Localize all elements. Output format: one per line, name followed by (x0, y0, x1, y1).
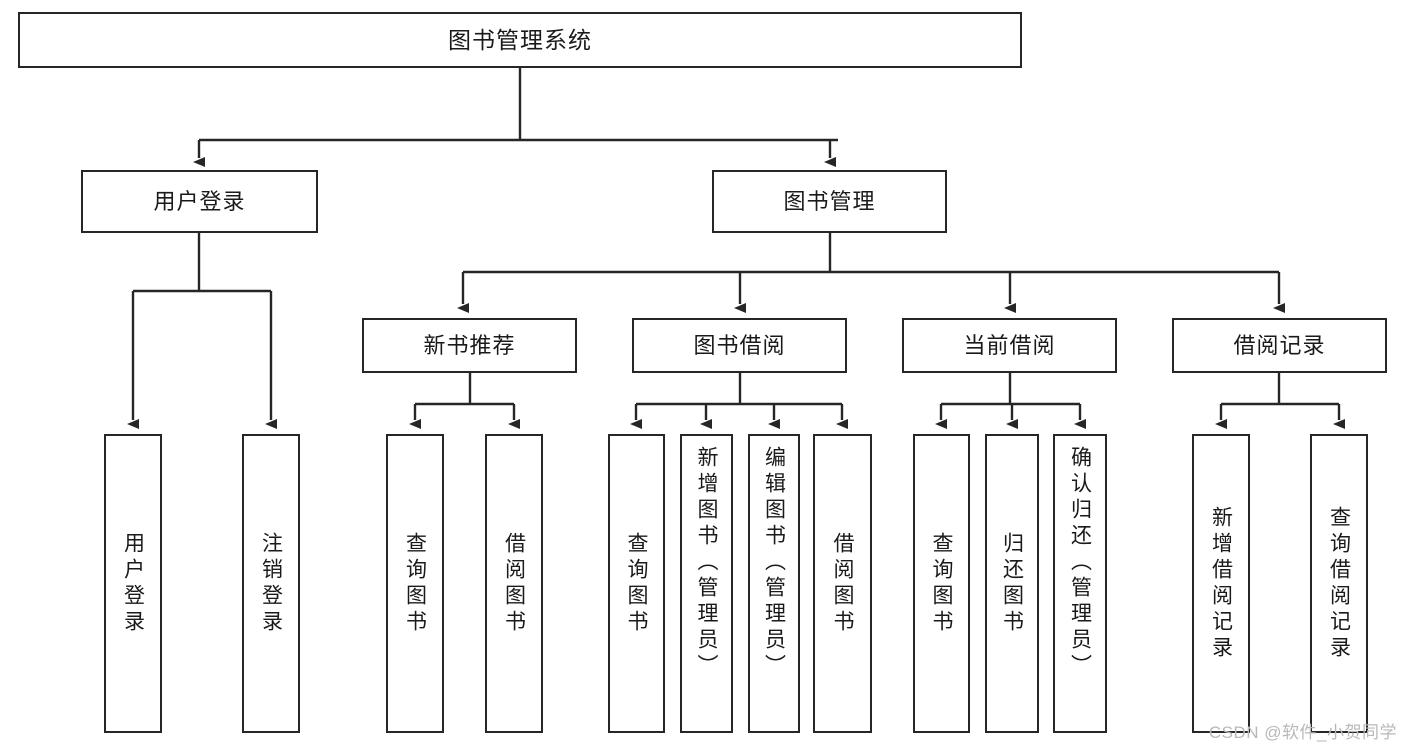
node-borrow-records-label: 借阅记录 (1233, 332, 1326, 358)
node-book-borrow[interactable]: 图书借阅 (632, 318, 847, 373)
node-leaf-add-book-admin[interactable]: 新增图书（管理员） (680, 434, 733, 733)
node-leaf-query-book-recommend[interactable]: 查询图书 (386, 434, 444, 733)
node-leaf-confirm-return-admin[interactable]: 确认归还（管理员） (1053, 434, 1107, 733)
node-leaf-return-book[interactable]: 归还图书 (985, 434, 1039, 733)
watermark-text: CSDN @软件_小贺同学 (1208, 723, 1397, 742)
node-root-label: 图书管理系统 (448, 26, 592, 53)
node-leaf-query-book-current-label: 查询图书 (930, 531, 953, 636)
node-leaf-add-borrow-record[interactable]: 新增借阅记录 (1192, 434, 1250, 733)
node-leaf-logout[interactable]: 注销登录 (242, 434, 300, 733)
node-user-login[interactable]: 用户登录 (81, 170, 318, 233)
node-leaf-query-book-borrow-label: 查询图书 (625, 531, 648, 636)
node-leaf-add-borrow-record-label: 新增借阅记录 (1209, 505, 1233, 662)
node-leaf-add-book-admin-label: 新增图书（管理员） (695, 446, 718, 680)
node-root[interactable]: 图书管理系统 (18, 12, 1022, 68)
node-leaf-borrow-book-recommend-label: 借阅图书 (502, 531, 526, 636)
node-leaf-borrow-book-label: 借阅图书 (831, 531, 854, 636)
node-borrow-records[interactable]: 借阅记录 (1172, 318, 1387, 373)
node-book-borrow-label: 图书借阅 (693, 332, 786, 358)
node-leaf-user-login-label: 用户登录 (121, 531, 145, 636)
node-leaf-query-book-recommend-label: 查询图书 (403, 531, 427, 636)
node-leaf-borrow-book[interactable]: 借阅图书 (813, 434, 872, 733)
node-leaf-confirm-return-admin-label: 确认归还（管理员） (1068, 446, 1092, 680)
node-new-book-recommend[interactable]: 新书推荐 (362, 318, 577, 373)
node-leaf-query-book-current[interactable]: 查询图书 (913, 434, 970, 733)
node-leaf-user-login[interactable]: 用户登录 (104, 434, 162, 733)
node-leaf-edit-book-admin[interactable]: 编辑图书（管理员） (748, 434, 800, 733)
node-current-borrow[interactable]: 当前借阅 (902, 318, 1117, 373)
node-new-book-recommend-label: 新书推荐 (423, 332, 516, 358)
node-leaf-query-borrow-record-label: 查询借阅记录 (1327, 505, 1351, 662)
node-current-borrow-label: 当前借阅 (963, 332, 1056, 358)
node-leaf-query-borrow-record[interactable]: 查询借阅记录 (1310, 434, 1368, 733)
node-leaf-edit-book-admin-label: 编辑图书（管理员） (762, 446, 786, 680)
node-book-management[interactable]: 图书管理 (712, 170, 947, 233)
node-leaf-return-book-label: 归还图书 (1000, 531, 1024, 636)
node-leaf-query-book-borrow[interactable]: 查询图书 (608, 434, 665, 733)
node-user-login-label: 用户登录 (153, 188, 246, 214)
node-leaf-logout-label: 注销登录 (259, 531, 283, 636)
node-book-management-label: 图书管理 (783, 188, 876, 214)
node-leaf-borrow-book-recommend[interactable]: 借阅图书 (485, 434, 543, 733)
